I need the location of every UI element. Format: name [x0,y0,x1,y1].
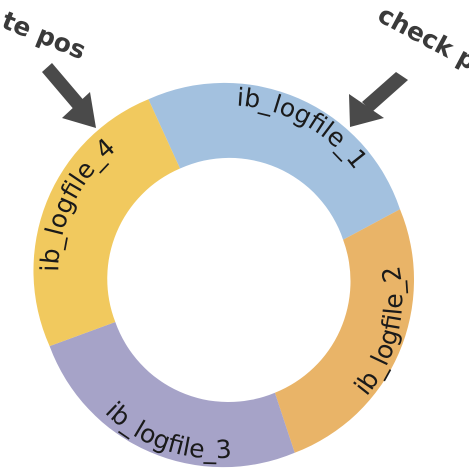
segment-ib-logfile-1 [148,82,400,240]
segment-ib-logfile-2 [274,209,415,453]
write-pos-arrow-icon [42,63,96,128]
write-pos-pointer: te pos [0,6,96,128]
segment-ib-logfile-4 [33,99,180,347]
write-pos-label: te pos [0,6,90,66]
check-point-label: check po [373,0,469,84]
segment-ib-logfile-3 [49,322,295,468]
check-point-arrow-icon [349,72,408,127]
check-point-pointer: check po [349,0,469,127]
